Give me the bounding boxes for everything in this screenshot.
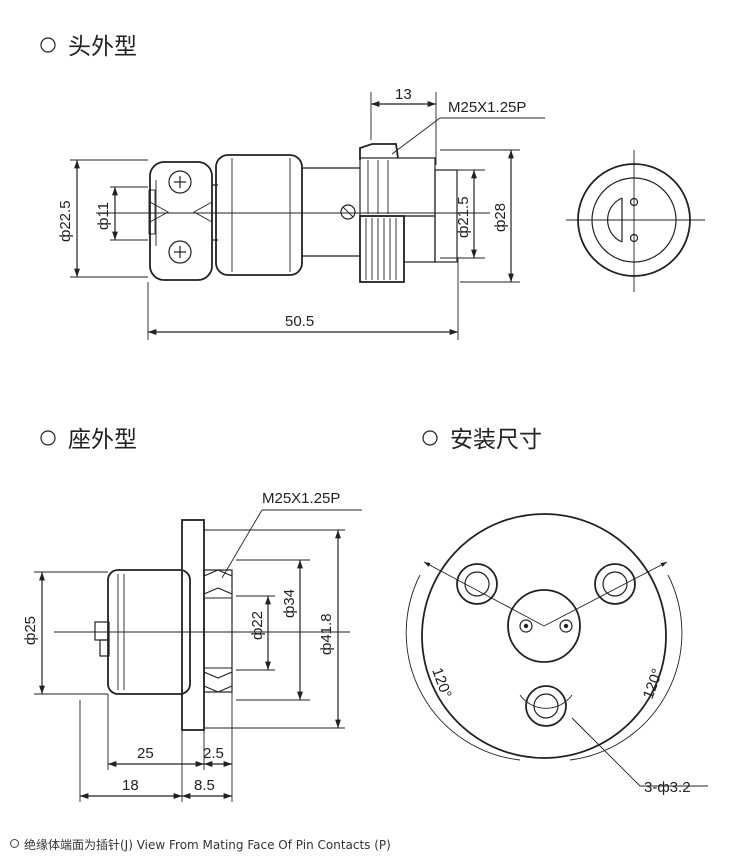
socket-dim-phi25: ф25 (22, 616, 39, 645)
mounting-hole-right (594, 563, 636, 605)
socket-dim-phi22: ф22 (249, 611, 266, 640)
heading-mounting-text: 安装尺寸 (450, 427, 542, 453)
heading-plug-bullet (40, 37, 56, 53)
plug-dimensions: 13 M25X1.25P ф22.5 ф11 ф21.5 ф28 50.5 (57, 86, 545, 340)
socket-dim-2-5: 2.5 (203, 745, 224, 762)
plug-dim-thread: M25X1.25P (448, 99, 526, 116)
mounting-flange-outline (421, 513, 667, 759)
plug-dim-phi28: ф28 (492, 203, 509, 232)
heading-socket-text: 座外型 (68, 427, 137, 453)
plug-dim-13: 13 (395, 86, 412, 103)
heading-mounting: 安装尺寸 (422, 427, 542, 453)
socket-flange (181, 519, 205, 731)
plug-side-view (148, 143, 458, 283)
heading-mounting-bullet (422, 430, 438, 446)
mounting-hole-left (456, 563, 498, 605)
plug-clamp-body (149, 161, 213, 281)
caption-text: 绝缘体端面为插针(J) View From Mating Face Of Pin… (24, 838, 391, 852)
mounting-pin-right (559, 619, 573, 633)
plug-dim-phi22-5: ф22.5 (57, 200, 74, 242)
heading-socket: 座外型 (40, 427, 137, 453)
socket-dim-25: 25 (137, 745, 154, 762)
plug-locking-pin (340, 204, 356, 220)
plug-dim-phi21-5: ф21.5 (455, 196, 472, 238)
mounting-dim-holes: 3-ф3.2 (644, 779, 691, 796)
socket-side-view (94, 519, 233, 731)
caption: 绝缘体端面为插针(J) View From Mating Face Of Pin… (10, 836, 391, 853)
plug-knurled-nut (359, 215, 405, 283)
socket-dim-phi34: ф34 (281, 589, 298, 618)
socket-dimensions: M25X1.25P ф25 ф34 ф22 ф41.8 25 2.5 (22, 490, 362, 802)
plug-dim-phi11: ф11 (95, 202, 112, 230)
caption-bullet-icon (10, 839, 19, 848)
plug-screw-bottom (168, 240, 192, 264)
heading-socket-bullet (40, 430, 56, 446)
socket-dim-18: 18 (122, 777, 139, 794)
mounting-hole-bottom (525, 685, 567, 727)
mounting-pin-left (519, 619, 533, 633)
mounting-angle-right: 120° (640, 666, 667, 701)
plug-dim-50-5: 50.5 (285, 313, 314, 330)
socket-dim-phi41-8: ф41.8 (318, 613, 335, 655)
plug-front-view (566, 150, 705, 292)
heading-plug-text: 头外型 (68, 34, 137, 60)
mounting-bore (507, 589, 581, 663)
socket-dim-8-5: 8.5 (194, 777, 215, 794)
plug-body-shell (215, 154, 303, 276)
heading-plug: 头外型 (40, 34, 137, 60)
socket-dim-thread: M25X1.25P (262, 490, 340, 507)
mounting-view: 3-ф3.2 120° 120° (405, 513, 708, 796)
plug-screw-top (168, 170, 192, 194)
